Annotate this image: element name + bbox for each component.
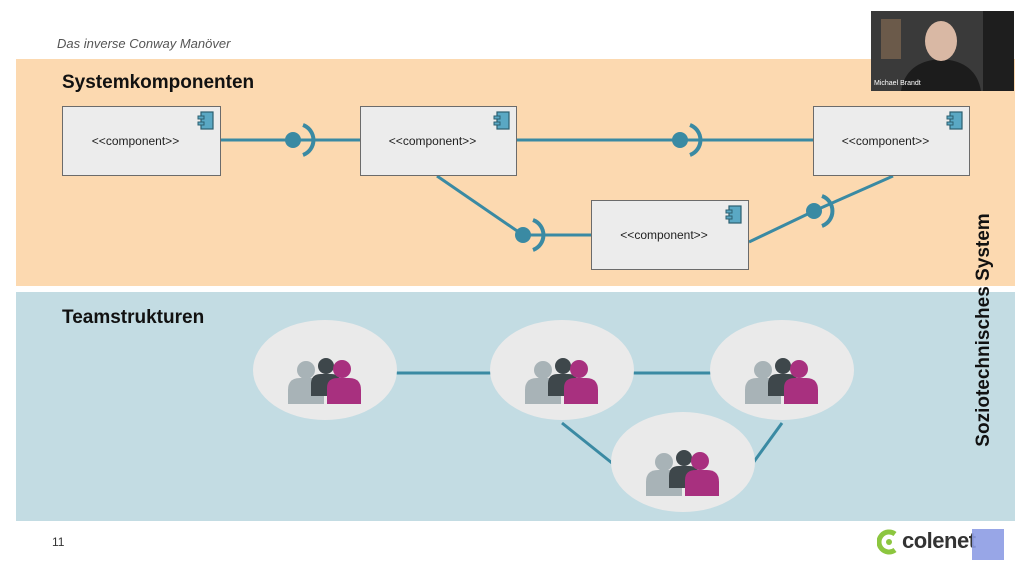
- colenet-logo-text: colenet: [902, 528, 976, 553]
- socket-arc: [532, 218, 546, 252]
- slide-title: Das inverse Conway Manöver: [57, 36, 231, 51]
- socket-arc: [302, 123, 316, 157]
- connector-line: [748, 209, 815, 244]
- team-node-2: [490, 320, 634, 420]
- team-structures-title: Teamstrukturen: [62, 307, 205, 328]
- interface-ball: [285, 132, 301, 148]
- component-stereotype: <<component>>: [620, 228, 708, 242]
- component-box: <<component>>: [360, 106, 517, 176]
- component-box: <<component>>: [62, 106, 221, 176]
- connector-line: [436, 174, 524, 237]
- connector-line: [813, 174, 894, 213]
- system-components-title: Systemkomponenten: [62, 72, 255, 93]
- component-icon: [725, 205, 742, 224]
- sociotechnical-system-label: Soziotechnisches System: [973, 213, 994, 447]
- interface-ball: [806, 203, 822, 219]
- component-stereotype: <<component>>: [388, 134, 477, 148]
- socket-arc: [821, 194, 835, 228]
- decorative-square: [972, 529, 1004, 560]
- team-node-3: [710, 320, 854, 420]
- component-box: <<component>>: [813, 106, 970, 176]
- socket-arc: [689, 123, 703, 157]
- webcam-overlay: Michael Brandt: [871, 11, 1014, 91]
- component-icon: [493, 111, 510, 130]
- colenet-logo-icon: [877, 529, 897, 555]
- team-node-4: [611, 412, 755, 512]
- component-box: <<component>>: [591, 200, 749, 270]
- component-stereotype: <<component>>: [841, 134, 930, 148]
- team-node-1: [253, 320, 397, 420]
- team-link: [561, 421, 613, 465]
- page-number: 11: [52, 535, 65, 549]
- component-connectors: [221, 123, 894, 252]
- component-icon: [197, 111, 214, 130]
- team-connectors: [396, 371, 784, 465]
- component-stereotype: <<component>>: [91, 134, 180, 148]
- component-icon: [946, 111, 963, 130]
- webcam-video: [871, 11, 1014, 91]
- interface-ball: [672, 132, 688, 148]
- participant-name: Michael Brandt: [874, 80, 921, 87]
- lollipop-interfaces: [285, 132, 822, 243]
- interface-ball: [515, 227, 531, 243]
- team-link: [751, 422, 784, 464]
